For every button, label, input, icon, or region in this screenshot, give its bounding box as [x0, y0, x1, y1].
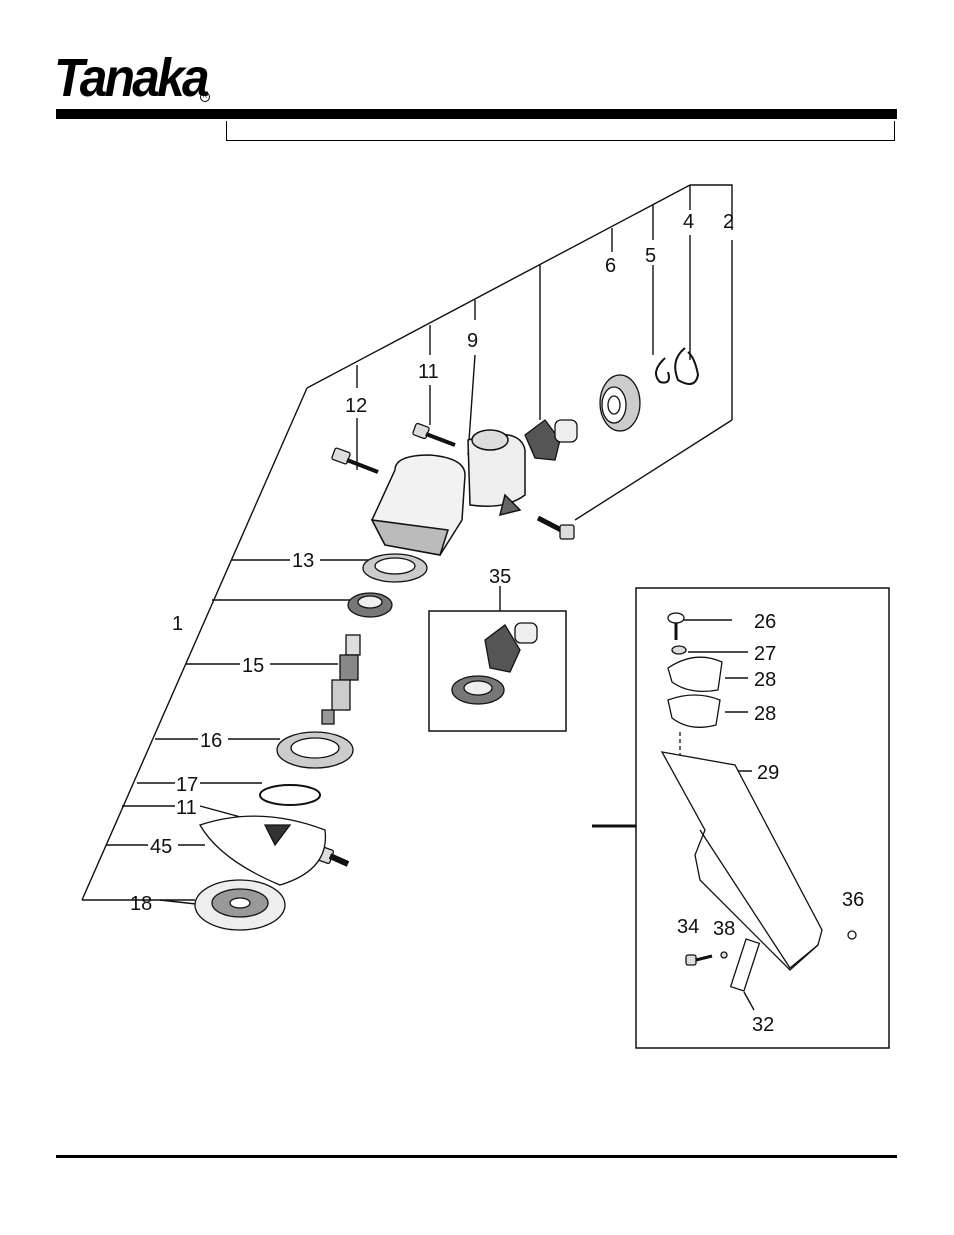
callout-9: 9 [467, 330, 478, 352]
guard-parts [660, 612, 857, 992]
callout-17: 17 [176, 774, 198, 796]
gear-case [370, 429, 526, 556]
callout-36: 36 [842, 889, 864, 911]
leader-lines [81, 184, 755, 1011]
callout-35: 35 [489, 566, 511, 588]
callout-12: 12 [345, 395, 367, 417]
snap-ring-17 [259, 784, 321, 806]
callout-28b: 28 [754, 703, 776, 725]
kit-box [428, 610, 567, 732]
tanaka-logo: Tanaka [54, 48, 224, 108]
callout-16: 16 [200, 730, 222, 752]
guard-box [635, 587, 890, 1049]
callout-4: 4 [683, 211, 694, 233]
callout-32: 32 [752, 1014, 774, 1036]
callout-15: 15 [242, 655, 264, 677]
bevel-gear [347, 592, 393, 618]
callout-27: 27 [754, 643, 776, 665]
callout-13: 13 [292, 550, 314, 572]
header-title-box [226, 121, 895, 141]
callout-45: 45 [150, 836, 172, 858]
callout-labels: 2 4 5 6 9 11 12 13 1 15 16 17 11 45 18 3… [130, 211, 864, 1036]
callout-18: 18 [130, 893, 152, 915]
footer-rule [56, 1155, 897, 1158]
callout-38: 38 [713, 918, 735, 940]
snap-rings [655, 347, 700, 385]
callout-1: 1 [172, 613, 183, 635]
callout-34: 34 [677, 916, 699, 938]
callout-11b: 11 [176, 797, 197, 819]
callout-28a: 28 [754, 669, 776, 691]
pinion-gear [524, 419, 578, 461]
callout-5: 5 [645, 245, 656, 267]
callout-29: 29 [757, 762, 779, 784]
kit-gears [451, 622, 538, 705]
output-shaft [321, 634, 361, 725]
cup-washer-45 [199, 815, 327, 886]
callout-2: 2 [723, 211, 734, 233]
holder-18 [194, 879, 286, 931]
registered-mark-icon: R [200, 92, 210, 102]
lower-bearing-13 [362, 553, 428, 583]
callout-26: 26 [754, 611, 776, 633]
callout-11a: 11 [418, 361, 439, 383]
callout-6: 6 [605, 255, 616, 277]
bolts [315, 422, 575, 867]
header-rule [56, 109, 897, 119]
logo-wordmark: Tanaka [54, 48, 210, 108]
bearing-16 [276, 731, 354, 769]
upper-bearing [599, 374, 641, 432]
